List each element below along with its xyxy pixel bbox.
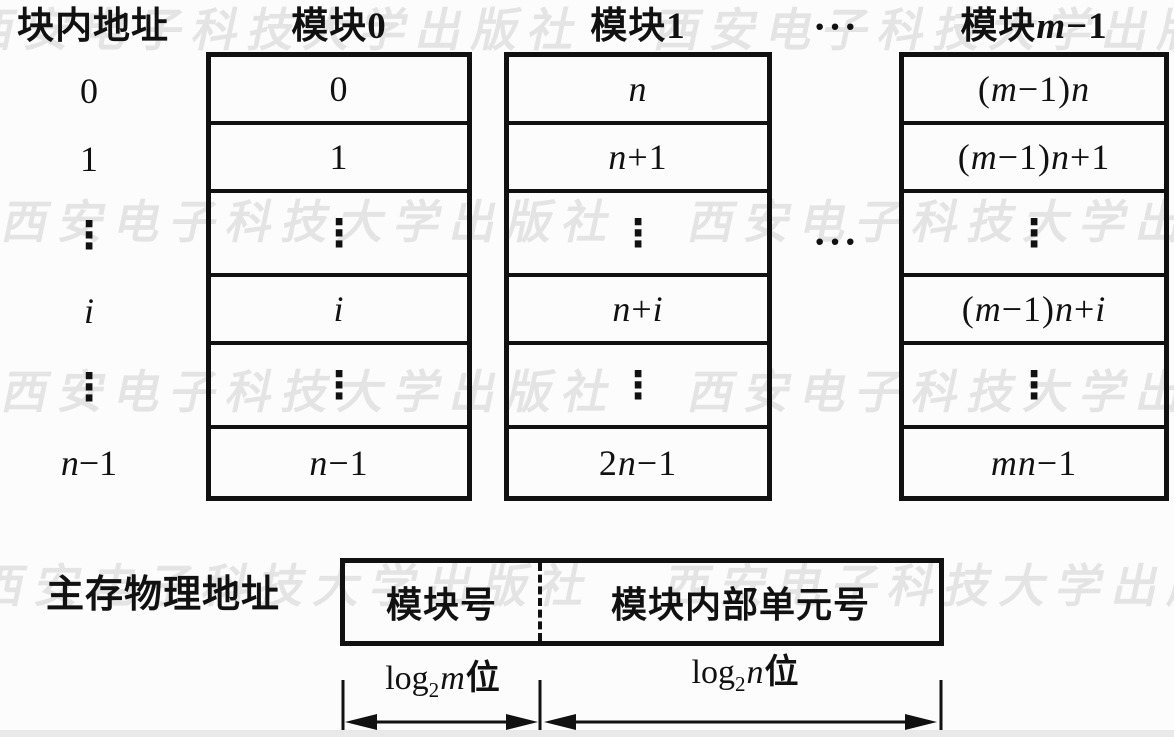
log-var: m xyxy=(440,660,465,697)
row-label-vdots: ⋮ xyxy=(70,365,108,409)
module-0-header: 模块0 xyxy=(291,6,387,47)
bottom-edge-strip xyxy=(0,730,1174,737)
module-ellipsis-body: ··· xyxy=(812,219,860,264)
module-cell: i xyxy=(211,277,467,345)
module-cell-vdots: ⋮ xyxy=(509,345,767,429)
module-cell: 0 xyxy=(211,57,467,125)
module-ellipsis-header: ··· xyxy=(812,4,860,49)
row-label: i xyxy=(83,291,94,331)
module-cell: n xyxy=(509,57,767,125)
module-cell: n+1 xyxy=(509,125,767,193)
module-cell-vdots: ⋮ xyxy=(211,193,467,277)
log2m-width-label: log2m位 xyxy=(350,658,535,702)
module-cell-vdots: ⋮ xyxy=(904,345,1164,429)
row-address-header: 块内地址 xyxy=(17,6,169,47)
module-cell: mn−1 xyxy=(990,442,1078,483)
log-func: log xyxy=(385,660,429,697)
row-label: n−1 xyxy=(60,442,118,483)
field-divider xyxy=(538,563,542,641)
row-labels-column: 0 1 ⋮ i ⋮ n−1 xyxy=(0,57,178,496)
row-label: 0 xyxy=(80,71,98,111)
module-cell: (m−1)n+1 xyxy=(904,125,1164,193)
log-base: 2 xyxy=(734,671,746,696)
row-label: 1 xyxy=(80,139,98,179)
address-format-box: 模块号 模块内部单元号 xyxy=(340,558,944,646)
module-cell-vdots: ⋮ xyxy=(509,193,767,277)
module-cell: (m−1)n xyxy=(904,57,1164,125)
log-unit: 位 xyxy=(465,660,500,697)
row-label-vdots: ⋮ xyxy=(70,213,108,257)
module-cell: n−1 xyxy=(309,442,369,483)
module-m1-box: (m−1)n (m−1)n+1 ⋮ (m−1)n+i ⋮ mn−1 xyxy=(899,52,1169,501)
module-m1-header: 模块m−1 xyxy=(960,6,1108,47)
log-func: log xyxy=(691,654,735,691)
module-cell-vdots: ⋮ xyxy=(904,193,1164,277)
module-number-field: 模块号 xyxy=(385,585,497,625)
module-1-header: 模块1 xyxy=(590,6,686,47)
module-0-box: 0 1 ⋮ i ⋮ n−1 xyxy=(206,52,472,501)
module-cell: n+i xyxy=(509,277,767,345)
unit-number-field: 模块内部单元号 xyxy=(610,585,870,625)
physical-address-label: 主存物理地址 xyxy=(45,574,280,616)
log2n-width-label: log2n位 xyxy=(560,652,930,696)
module-cell-vdots: ⋮ xyxy=(211,345,467,429)
log-base: 2 xyxy=(428,677,440,702)
log-unit: 位 xyxy=(764,654,799,691)
module-cell: 1 xyxy=(211,125,467,193)
log-var: n xyxy=(746,654,764,691)
module-cell: (m−1)n+i xyxy=(904,277,1164,345)
